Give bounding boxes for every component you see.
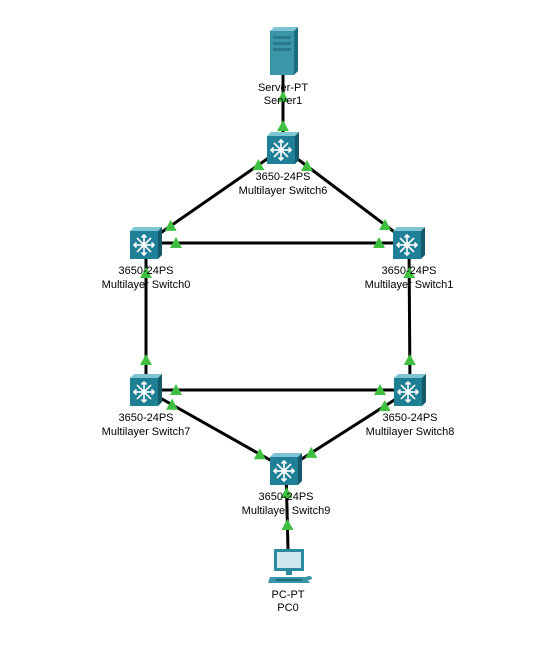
pc0-model-label: PC-PT: [271, 589, 305, 601]
switch0-device[interactable]: [128, 225, 164, 261]
link-light-sw6: [300, 160, 313, 172]
switch8-device[interactable]: [392, 372, 428, 408]
multilayer-switch-icon: [393, 227, 425, 259]
switch9-device[interactable]: [268, 451, 304, 487]
switch0-name-label: Multilayer Switch0: [101, 279, 191, 291]
switch9-name-label: Multilayer Switch9: [241, 505, 331, 517]
link-light-sw8: [378, 400, 391, 412]
pc0-device[interactable]: [268, 549, 312, 585]
switch1-name-label: Multilayer Switch1: [364, 279, 454, 291]
switch7-model-label: 3650-24PS: [118, 412, 174, 424]
switch6-name-label: Multilayer Switch6: [238, 185, 328, 197]
link-light-sw1: [379, 218, 392, 230]
link-light-sw0: [170, 237, 182, 248]
link-light-sw9: [280, 487, 293, 498]
switch7-name-label: Multilayer Switch7: [101, 426, 191, 438]
link-light-sw8: [374, 384, 386, 395]
link-lights-layer: [140, 90, 416, 530]
link-light-sw0: [140, 267, 152, 278]
multilayer-switch-icon: [130, 374, 162, 406]
switch1-model-label: 3650-24PS: [381, 265, 437, 277]
link-light-sw9: [253, 448, 266, 460]
server1-name-label: Server1: [263, 95, 303, 107]
multilayer-switch-icon: [267, 132, 299, 164]
multilayer-switch-icon: [270, 453, 302, 485]
switch1-device[interactable]: [391, 225, 427, 261]
link-light-sw6: [252, 159, 265, 171]
link-light-sw1: [403, 266, 416, 278]
link-light-pc0: [281, 519, 294, 530]
link-light-sw7: [140, 354, 152, 365]
link-light-sw0: [164, 219, 177, 231]
pc-icon: [268, 549, 312, 583]
multilayer-switch-icon: [130, 227, 162, 259]
switch7-device[interactable]: [128, 372, 164, 408]
switch8-name-label: Multilayer Switch8: [365, 426, 455, 438]
switch9-model-label: 3650-24PS: [258, 491, 314, 503]
switch8-model-label: 3650-24PS: [382, 412, 438, 424]
pc0-name-label: PC0: [277, 602, 299, 614]
link-light-sw1: [373, 237, 385, 248]
link-light-sw9: [305, 446, 318, 458]
link-light-sw7: [166, 398, 179, 410]
link-light-server1: [277, 90, 289, 102]
switch6-model-label: 3650-24PS: [255, 171, 311, 183]
server1-device[interactable]: [266, 27, 300, 75]
server-icon: [270, 27, 298, 75]
link-light-sw6: [277, 120, 289, 132]
server1-model-label: Server-PT: [257, 82, 309, 94]
switch6-device[interactable]: [265, 130, 301, 166]
switch0-model-label: 3650-24PS: [118, 265, 174, 277]
link-light-sw7: [170, 384, 182, 395]
link-light-sw8: [403, 354, 416, 366]
multilayer-switch-icon: [394, 374, 426, 406]
